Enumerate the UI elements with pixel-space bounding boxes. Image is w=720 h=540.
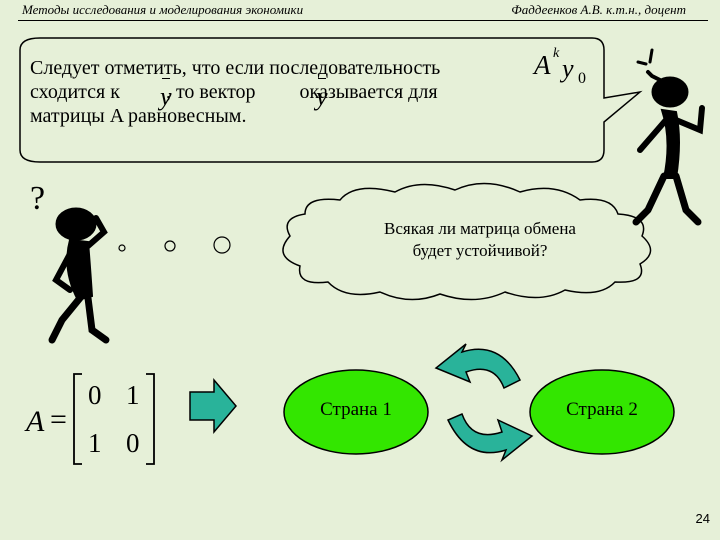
matrix-left-bracket <box>73 373 82 465</box>
math-y0-subscript: 0 <box>578 70 586 87</box>
thought-dot-large <box>213 236 231 254</box>
matrix-name: A <box>26 405 45 438</box>
matrix-cell-0-1: 1 <box>126 380 140 410</box>
math-y-bar-2: y <box>316 78 328 111</box>
thought-text: Всякая ли матрица обмена будет устойчиво… <box>340 218 620 262</box>
country-1-oval <box>283 369 429 455</box>
speech-bubble <box>19 37 643 163</box>
speech-line-1: Следует отметить, что если последователь… <box>30 57 441 79</box>
thought-cloud <box>282 182 652 301</box>
math-k-exponent: k <box>553 46 560 61</box>
matrix-cell-0-0: 0 <box>88 380 102 410</box>
country-2-label: Страна 2 <box>566 399 638 420</box>
math-y-bar-1: y <box>160 78 172 111</box>
thought-dot-medium <box>164 240 176 252</box>
matrix-right-bracket <box>146 373 155 465</box>
thought-dot-small <box>118 244 126 252</box>
speech-text: Следует отметить, что если последователь… <box>30 56 540 128</box>
header-divider <box>18 20 708 21</box>
matrix-cell-1-0: 1 <box>88 428 102 458</box>
speaking-figure-icon <box>632 48 705 226</box>
header-subject: Методы исследования и моделирования экон… <box>22 2 304 17</box>
thought-line-2: будет устойчивой? <box>412 241 548 260</box>
thought-line-1: Всякая ли матрица обмена <box>384 219 576 238</box>
matrix-equals: = <box>50 403 67 436</box>
matrix-cell-1-1: 0 <box>126 428 140 458</box>
curved-arrow-bottom-icon <box>446 412 534 463</box>
header-author: Фаддеенков А.В. к.т.н., доцент <box>511 2 686 17</box>
math-y0: y <box>562 54 574 83</box>
country-2-oval <box>529 369 675 455</box>
math-A-power: A <box>534 50 551 80</box>
curved-arrow-top-icon <box>434 343 522 390</box>
question-mark: ? <box>30 180 46 217</box>
speech-line-3: матрицы A равновесным. <box>30 105 247 127</box>
thinking-figure-icon <box>48 207 110 344</box>
page-number: 24 <box>695 511 710 526</box>
country-1-label: Страна 1 <box>320 399 392 420</box>
block-arrow-icon <box>189 377 237 435</box>
